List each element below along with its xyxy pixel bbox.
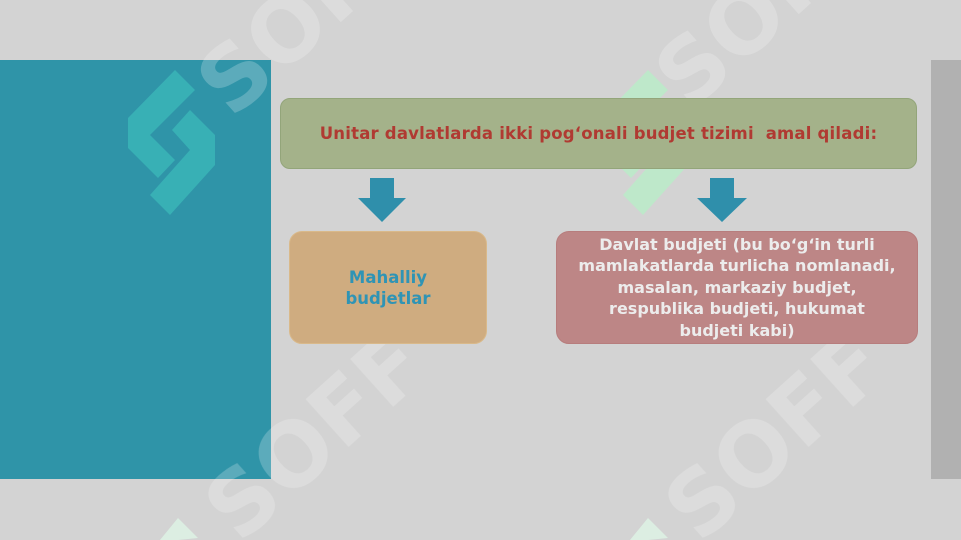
local-budgets-box: Mahalliy budjetlar xyxy=(289,231,487,344)
left-down-arrow-icon xyxy=(358,178,406,222)
title-text: Unitar davlatlarda ikki pog‘onali budjet… xyxy=(319,124,878,143)
local-budgets-text: Mahalliy budjetlar xyxy=(345,267,431,308)
watermark-text: SOFF xyxy=(645,311,906,540)
teal-side-panel xyxy=(0,60,271,479)
watermark-logo-icon xyxy=(160,518,668,540)
right-side-strip xyxy=(931,60,961,479)
title-box: Unitar davlatlarda ikki pog‘onali budjet… xyxy=(280,98,917,169)
state-budget-box: Davlat budjeti (bu bo‘g‘in turli mamlaka… xyxy=(556,231,918,344)
right-down-arrow-icon xyxy=(697,178,747,222)
state-budget-text: Davlat budjeti (bu bo‘g‘in turli mamlaka… xyxy=(578,234,896,340)
